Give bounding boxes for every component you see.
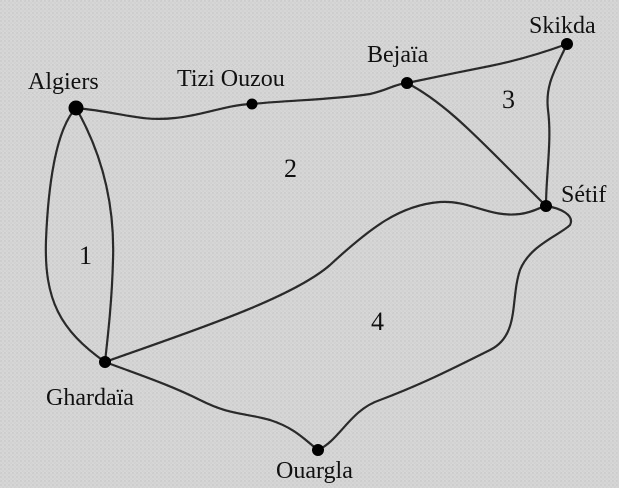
edge-ghardaia-ouargla <box>103 360 320 452</box>
node-setif <box>540 200 552 212</box>
edge-bejaia-setif <box>405 81 548 208</box>
edge-algiers-ghardaia-inner <box>74 106 115 364</box>
node-bejaia <box>401 77 413 89</box>
region-label-3: 3 <box>502 85 515 114</box>
edge-algiers-tizi-ouzou <box>74 102 254 121</box>
label-bejaia: Bejaïa <box>367 42 429 68</box>
edge-skikda-setif <box>544 42 569 208</box>
node-algiers <box>68 100 84 116</box>
node-ouargla <box>312 444 324 456</box>
edge-algiers-ghardaia-outer <box>44 106 107 364</box>
region-label-2: 2 <box>284 154 297 183</box>
edge-ghardaia-setif <box>103 200 548 364</box>
label-ghardaia: Ghardaïa <box>46 385 134 411</box>
edge-tizi-ouzou-bejaia <box>250 81 409 106</box>
edge-bejaia-skikda <box>405 42 569 85</box>
node-ghardaia <box>99 356 111 368</box>
node-tizi-ouzou <box>246 98 258 110</box>
label-algiers: Algiers <box>28 69 99 95</box>
region-label-1: 1 <box>79 241 92 270</box>
node-skikda <box>561 38 573 50</box>
label-ouargla: Ouargla <box>276 458 353 484</box>
label-skikda: Skikda <box>529 13 596 39</box>
region-label-4: 4 <box>371 307 384 336</box>
label-tizi-ouzou: Tizi Ouzou <box>177 66 285 92</box>
label-setif: Sétif <box>561 182 606 208</box>
edge-ouargla-setif <box>316 204 573 452</box>
